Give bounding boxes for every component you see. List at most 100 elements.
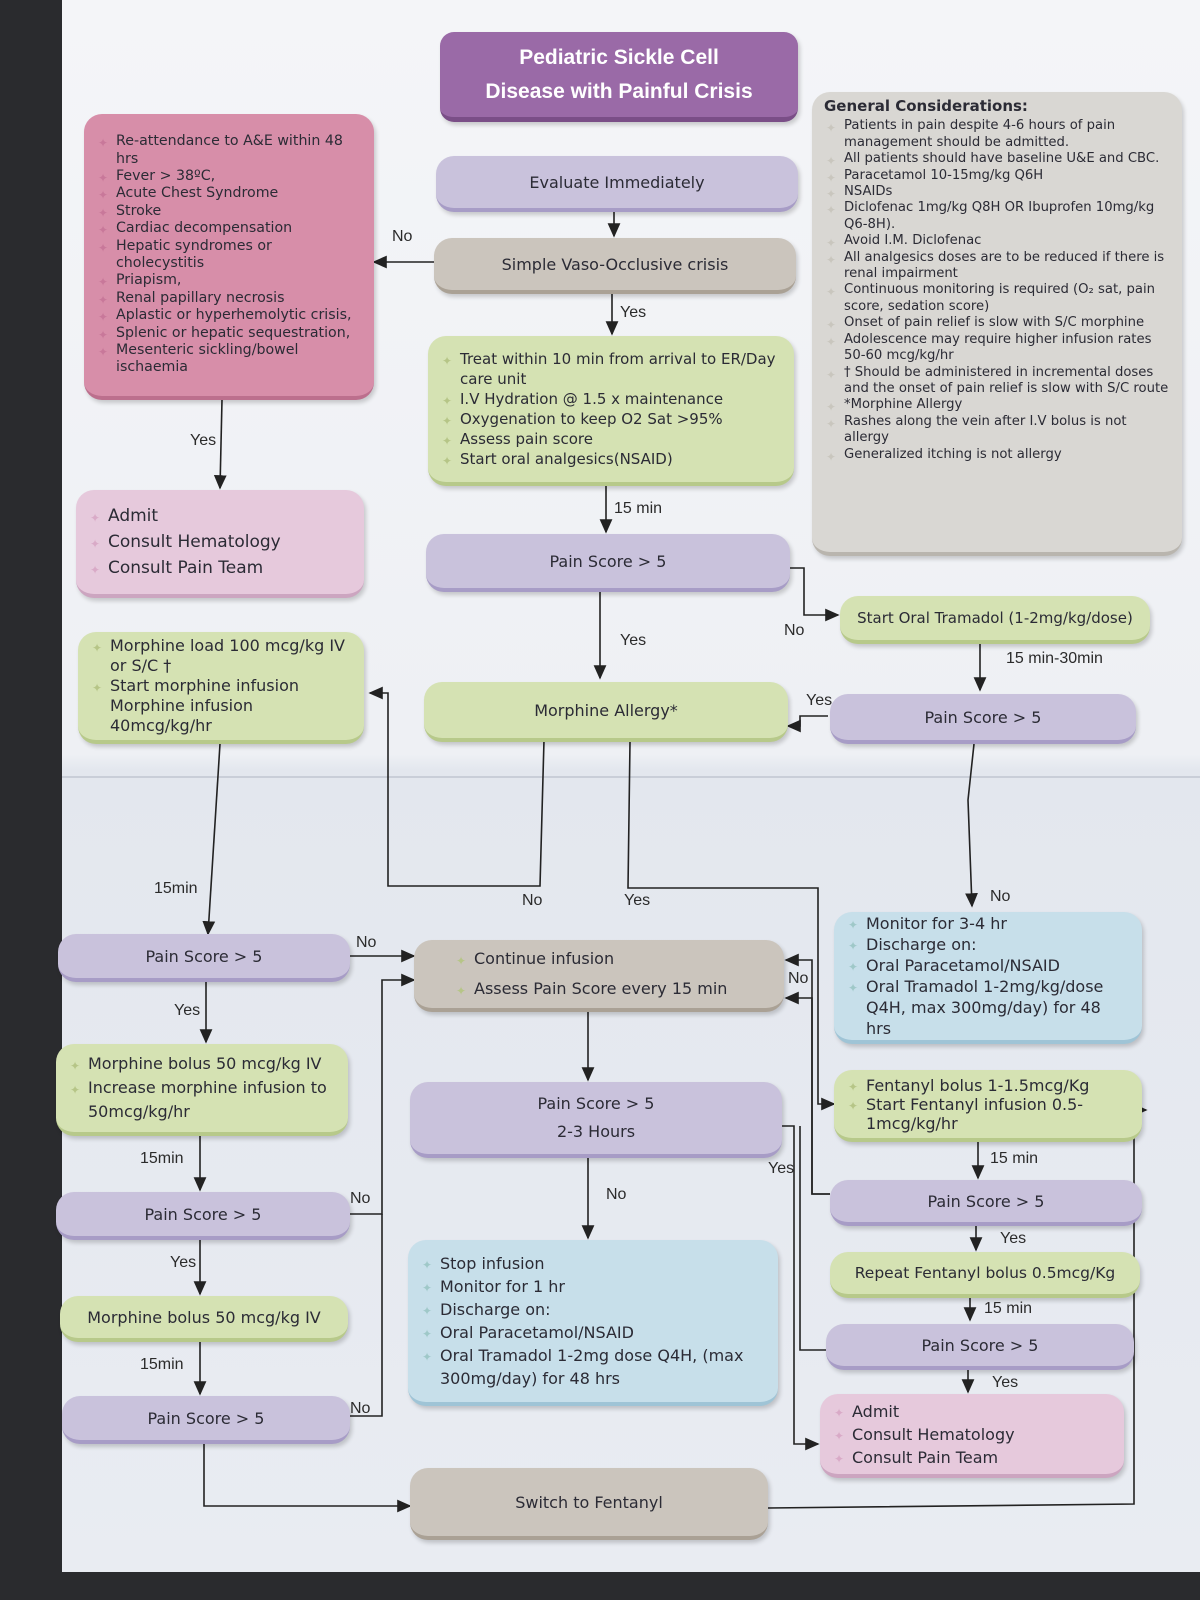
arrow-pain-score-no-to-continue-4	[784, 953, 830, 1195]
complications-box: Re-attendance to A&E within 48 hrs Fever…	[84, 114, 374, 400]
title-line-1: Pediatric Sickle Cell	[519, 45, 719, 69]
general-considerations-box: General Considerations: Patients in pain…	[812, 92, 1182, 556]
label-no: No	[356, 934, 377, 951]
admit-item: Consult Hematology	[88, 529, 281, 557]
arrow-pain-score-back-to-23	[799, 1126, 826, 1351]
label-no: No	[350, 1190, 371, 1207]
label-yes: Yes	[190, 432, 217, 449]
morphine-bolus-increase-box: Morphine bolus 50 mcg/kg IV Increase mor…	[56, 1044, 348, 1136]
pain-score-text: Pain Score > 5	[145, 946, 263, 966]
admit-box-top: Admit Consult Hematology Consult Pain Te…	[76, 490, 364, 598]
morphine-bolus-text: Morphine bolus 50 mcg/kg IV	[87, 1307, 321, 1327]
arrow-morphine-load-to-pain-score	[202, 743, 221, 936]
arrow-pain-score-23-yes-to-admit	[782, 1125, 820, 1451]
complication-item: Splenic or hepatic sequestration,	[96, 325, 350, 345]
label-yes: Yes	[170, 1254, 197, 1271]
treat-item: Oxygenation to keep O2 Sat >95%	[440, 409, 723, 431]
continue-infusion-item: Assess Pain Score every 15 min	[454, 974, 727, 1006]
label-15min: 15 min	[984, 1300, 1033, 1317]
label-15min: 15min	[154, 880, 198, 897]
fentanyl-bolus-item: Start Fentanyl infusion 0.5-1mcg/kg/hr	[846, 1095, 1130, 1133]
title-line-2: Disease with Painful Crisis	[485, 79, 753, 103]
complication-item: Stroke	[96, 203, 161, 223]
complication-item: Acute Chest Syndrome	[96, 185, 278, 205]
treat-item: Start oral analgesics(NSAID)	[440, 449, 673, 471]
label-15min: 15 min	[614, 500, 663, 517]
label-yes: Yes	[806, 692, 833, 709]
monitor-discharge-item: Oral Tramadol 1-2mg/kg/dose Q4H, max 300…	[846, 976, 1130, 1039]
label-15-30min: 15 min-30min	[1006, 650, 1103, 667]
admit-item: Admit	[88, 503, 158, 531]
complication-item: Fever > 38ºC,	[96, 168, 215, 188]
admit-item: Admit	[832, 1400, 899, 1425]
pain-score-text: Pain Score > 5	[549, 551, 667, 571]
label-yes: Yes	[174, 1002, 201, 1019]
arrow-allergy-no-to-morphine-load	[368, 686, 545, 887]
pain-score-box-left-2: Pain Score > 5	[56, 1192, 350, 1240]
consideration-item: † Should be administered in incremental …	[824, 365, 1170, 398]
morphine-bolus-item: Increase morphine infusion to 50mcg/kg/h…	[68, 1076, 336, 1124]
morphine-load-box: Morphine load 100 mcg/kg IV or S/C † Sta…	[78, 632, 364, 744]
pain-score-text: Pain Score > 5	[147, 1408, 265, 1428]
evaluate-text: Evaluate Immediately	[529, 172, 705, 192]
consideration-item: Rashes along the vein after I.V bolus is…	[824, 414, 1170, 447]
label-15min: 15min	[140, 1150, 184, 1167]
consideration-item: Patients in pain despite 4-6 hours of pa…	[824, 118, 1170, 151]
switch-fentanyl-box: Switch to Fentanyl	[410, 1468, 768, 1540]
consideration-item: Adolescence may require higher infusion …	[824, 332, 1170, 365]
admit-item: Consult Pain Team	[832, 1446, 998, 1471]
stop-infusion-item: Oral Tramadol 1-2mg dose Q4H, (max 300mg…	[420, 1344, 766, 1390]
consideration-item: NSAIDs	[824, 184, 892, 203]
pain-score-text: Pain Score > 5	[924, 707, 1042, 727]
arrow-pain-score-no-to-continue-3	[350, 1214, 383, 1417]
label-yes: Yes	[992, 1374, 1019, 1391]
pain-score-box-left-3: Pain Score > 5	[62, 1396, 350, 1444]
morphine-allergy-text: Morphine Allergy*	[534, 700, 678, 720]
start-tramadol-box: Start Oral Tramadol (1-2mg/kg/dose)	[840, 596, 1150, 644]
repeat-fentanyl-box: Repeat Fentanyl bolus 0.5mcg/Kg	[830, 1252, 1140, 1298]
label-15min: 15 min	[990, 1150, 1039, 1167]
complication-item: Cardiac decompensation	[96, 220, 292, 240]
fentanyl-bolus-box: Fentanyl bolus 1-1.5mcg/Kg Start Fentany…	[834, 1070, 1142, 1142]
arrow-pain-score-no-to-continue-2	[350, 973, 416, 1215]
label-no: No	[990, 888, 1011, 905]
complication-item: Priapism,	[96, 272, 181, 292]
label-yes: Yes	[620, 304, 647, 321]
complication-item: Mesenteric sickling/bowel ischaemia	[96, 342, 362, 377]
complication-item: Re-attendance to A&E within 48 hrs	[96, 133, 362, 168]
consideration-item: All patients should have baseline U&E an…	[824, 151, 1159, 170]
consideration-item: Continuous monitoring is required (O₂ sa…	[824, 282, 1170, 315]
switch-fentanyl-text: Switch to Fentanyl	[515, 1492, 663, 1512]
pain-score-text: Pain Score > 5	[921, 1335, 1039, 1355]
monitor-discharge-box: Monitor for 3-4 hr Discharge on: Oral Pa…	[834, 912, 1142, 1044]
label-no: No	[788, 970, 809, 987]
simple-voc-box: Simple Vaso-Occlusive crisis	[434, 238, 796, 294]
evaluate-box: Evaluate Immediately	[436, 156, 798, 212]
label-yes: Yes	[620, 632, 647, 649]
stop-infusion-item: Stop infusion	[420, 1252, 545, 1277]
arrow-pain-score-to-switch	[203, 1444, 412, 1513]
repeat-fentanyl-text: Repeat Fentanyl bolus 0.5mcg/Kg	[854, 1264, 1116, 1282]
pain-score-23-box: Pain Score > 5 2-3 Hours	[410, 1082, 782, 1158]
admit-item: Consult Pain Team	[88, 555, 263, 583]
page-fold	[62, 776, 1200, 778]
label-no: No	[392, 228, 413, 245]
morphine-bolus-box: Morphine bolus 50 mcg/kg IV	[60, 1296, 348, 1342]
label-15min: 15min	[140, 1356, 184, 1373]
pain-score-box-fentanyl-1: Pain Score > 5	[830, 1180, 1142, 1226]
consideration-item: *Morphine Allergy	[824, 397, 962, 416]
morphine-load-item: Start morphine infusion Morphine infusio…	[90, 676, 352, 736]
start-tramadol-text: Start Oral Tramadol (1-2mg/kg/dose)	[857, 609, 1133, 627]
chart-title: Pediatric Sickle Cell Disease with Painf…	[440, 32, 798, 122]
arrow-allergy-yes-to-fentanyl	[627, 741, 836, 1111]
consideration-item: Diclofenac 1mg/kg Q8H OR Ibuprofen 10mg/…	[824, 200, 1170, 233]
arrow-pain-score-no-to-continue-5	[784, 991, 830, 1195]
arrow-pain-score-no-to-tramadol	[790, 567, 840, 622]
monitor-discharge-item: Monitor for 3-4 hr	[846, 913, 1007, 936]
treat-item: Assess pain score	[440, 429, 593, 451]
treat-box: Treat within 10 min from arrival to ER/D…	[428, 336, 794, 486]
label-no: No	[784, 622, 805, 639]
pain-score-box-right: Pain Score > 5	[830, 694, 1136, 744]
continue-infusion-item: Continue infusion	[454, 944, 614, 976]
monitor-discharge-item: Oral Paracetamol/NSAID	[846, 955, 1060, 978]
